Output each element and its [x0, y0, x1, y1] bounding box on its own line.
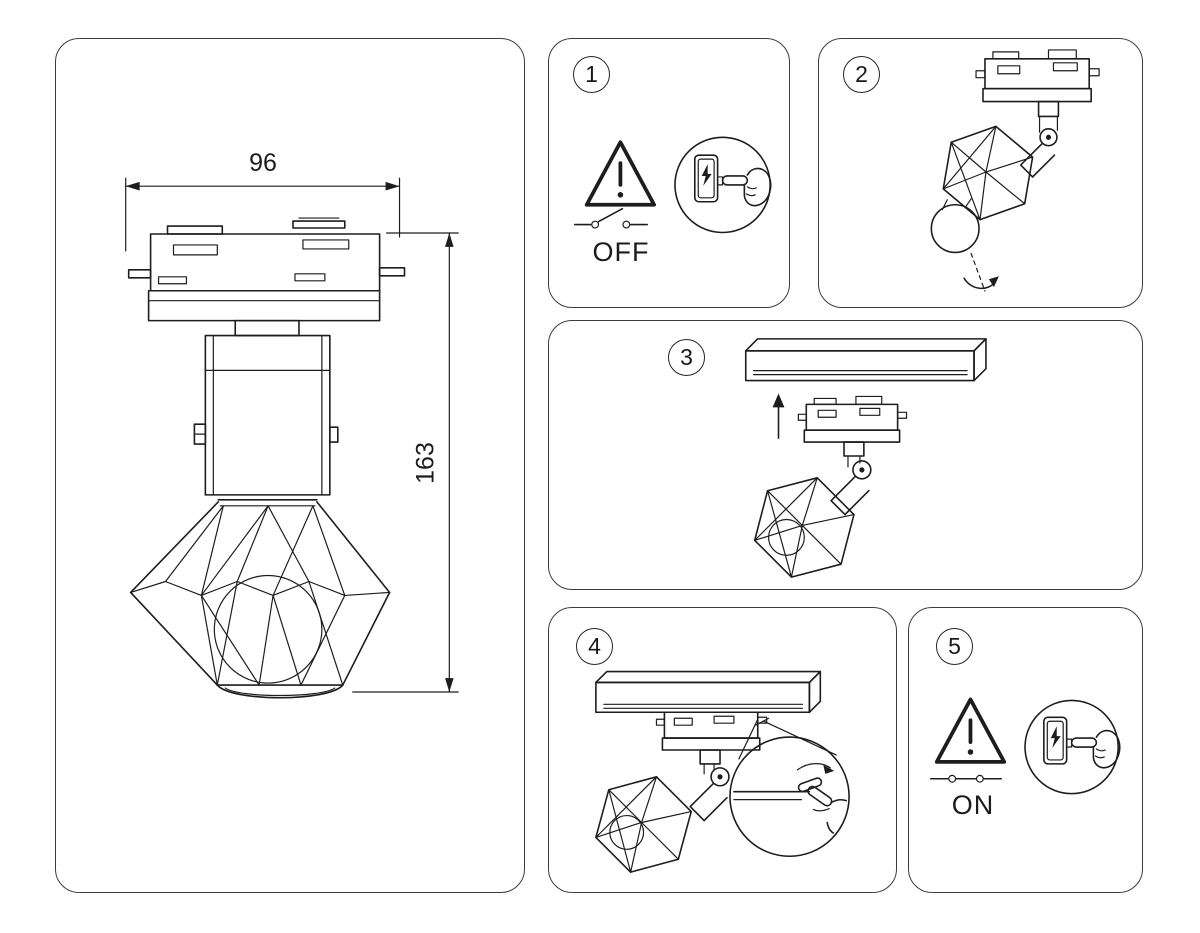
- off-label: OFF: [592, 237, 650, 267]
- finger-icon: [721, 175, 749, 186]
- step-4-number-badge: 4: [576, 628, 613, 665]
- bulb-drawing: [213, 574, 323, 684]
- step-3-number-badge: 3: [668, 339, 705, 376]
- track-adapter-drawing: [975, 49, 1100, 103]
- pivot-bracket-drawing: [1019, 100, 1060, 178]
- pivot-bracket-drawing: [830, 441, 872, 516]
- step-3-number: 3: [680, 344, 693, 370]
- up-arrow-icon: [772, 393, 785, 439]
- dimensions-panel: 96 163: [55, 38, 525, 893]
- step-2-number: 2: [855, 61, 868, 87]
- cage-shade-drawing: [129, 499, 391, 699]
- cage-shade-drawing: [753, 477, 855, 578]
- hand-light-switch-icon: [674, 136, 772, 234]
- track-rail-drawing: [744, 338, 987, 382]
- track-adapter-drawing: [127, 217, 406, 322]
- lock-lever-icon: [755, 717, 770, 726]
- warning-triangle-icon: [934, 697, 1007, 764]
- track-rail-drawing: [595, 670, 822, 714]
- hand-light-switch-icon: [1024, 699, 1121, 795]
- step-5-number-badge: 5: [936, 628, 973, 665]
- bulb-icon: [609, 814, 645, 850]
- step-5-panel: 5 ON: [908, 607, 1143, 893]
- height-dimension-label: 163: [411, 442, 440, 484]
- mount-bracket-drawing: [193, 319, 339, 496]
- cage-shade-drawing: [942, 125, 1034, 221]
- lightning-bolt-icon: [701, 164, 712, 186]
- step-5-illustration: [930, 697, 1121, 795]
- step-1-number: 1: [585, 61, 598, 87]
- rotation-arrow-icon: [963, 252, 999, 292]
- zoom-circle: [729, 736, 850, 858]
- bulb-icon: [767, 518, 805, 556]
- step-4-panel: 4: [548, 607, 897, 893]
- step-4-number: 4: [588, 633, 601, 659]
- lock-lever-icon: [797, 777, 823, 793]
- bulb-icon: [930, 198, 980, 254]
- cage-shade-drawing: [595, 776, 693, 873]
- step-5-number: 5: [948, 633, 961, 659]
- step-2-panel: 2: [818, 38, 1143, 308]
- track-adapter-drawing: [797, 395, 908, 443]
- switch-open-icon: [573, 207, 648, 229]
- width-dimension-label: 96: [249, 149, 277, 177]
- hand-icon: [743, 167, 772, 207]
- step-1-number-badge: 1: [573, 56, 610, 93]
- hand-icon: [807, 785, 848, 836]
- step-4-illustration: [595, 670, 850, 873]
- pivot-bracket-drawing: [689, 749, 730, 822]
- step-1-panel: 1 OFF: [548, 38, 790, 308]
- lamp-technical-drawing: [125, 177, 459, 699]
- step-1-illustration: [573, 136, 772, 234]
- step-2-illustration: [930, 49, 1100, 292]
- finger-icon: [1070, 737, 1098, 748]
- zoom-callout: [729, 718, 850, 858]
- height-dimension-line: [352, 232, 459, 693]
- warning-triangle-icon: [584, 140, 657, 207]
- hand-icon: [1092, 729, 1121, 769]
- lightning-bolt-icon: [1050, 726, 1061, 749]
- step-2-number-badge: 2: [843, 56, 880, 93]
- direction-arrow-icon: [796, 763, 831, 771]
- switch-closed-icon: [930, 774, 1003, 783]
- step-3-panel: 3: [548, 320, 1143, 590]
- width-dimension-line: [125, 177, 401, 252]
- on-label: ON: [951, 790, 995, 820]
- step-3-illustration: [744, 338, 987, 578]
